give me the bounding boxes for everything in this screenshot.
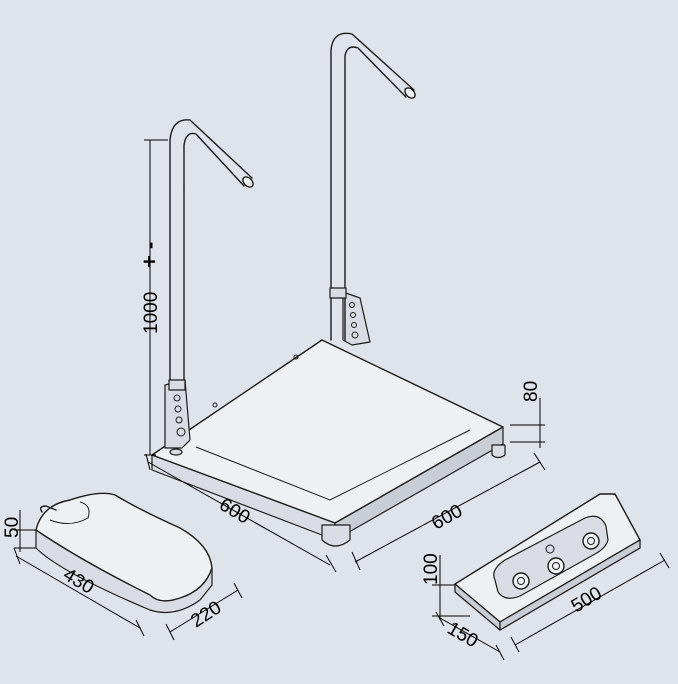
pedal-cable-icon xyxy=(39,505,57,513)
adjust-hole-icon xyxy=(351,331,359,339)
adjust-hole-icon xyxy=(351,322,357,328)
keypad-button-left[interactable] xyxy=(512,572,530,590)
height-symbol: + - xyxy=(137,242,162,268)
platform-edge-line xyxy=(195,429,471,501)
platform xyxy=(151,339,506,547)
adjust-hole-icon xyxy=(349,302,355,308)
adjust-hole-icon xyxy=(175,416,183,424)
left-handrail xyxy=(164,119,254,449)
console-front-right xyxy=(499,539,641,631)
button-icon xyxy=(587,537,595,545)
left-collar xyxy=(168,379,186,391)
right-collar xyxy=(329,287,347,299)
depth-label: 600 xyxy=(428,501,466,535)
pedal-top xyxy=(35,492,213,602)
keypad-button-right[interactable] xyxy=(582,532,600,550)
dim-pedal-height: 50 xyxy=(2,510,36,552)
adjust-hole-icon xyxy=(174,405,182,413)
height-label: 1000 xyxy=(141,292,162,334)
console-height-label: 100 xyxy=(421,553,442,585)
control-console xyxy=(454,493,641,631)
button-icon xyxy=(517,577,525,585)
platform-top-face xyxy=(151,339,504,524)
dim-platform-height: 80 xyxy=(510,381,545,448)
foot-front xyxy=(321,524,351,547)
right-tube-cap xyxy=(404,87,416,99)
indicator-icon xyxy=(545,544,555,554)
adjust-hole-icon xyxy=(173,394,181,402)
left-tube-inner xyxy=(183,132,245,389)
foot-right xyxy=(491,444,506,459)
screw-icon xyxy=(293,354,299,360)
foot-pedal xyxy=(35,492,213,613)
left-tube-outer xyxy=(169,119,253,389)
right-tube-inner xyxy=(344,46,407,341)
adjust-hole-icon xyxy=(350,312,356,318)
right-handrail xyxy=(329,32,416,346)
platform-height-label: 80 xyxy=(521,381,542,402)
adjust-hole-icon xyxy=(176,427,186,437)
foot-left xyxy=(169,448,183,456)
right-tube-outer xyxy=(330,32,415,341)
screw-icon xyxy=(212,402,218,408)
pedal-height-label: 50 xyxy=(2,517,23,538)
left-tube-cap xyxy=(242,176,254,188)
pedal-contour xyxy=(49,501,90,524)
keypad-button-center[interactable] xyxy=(547,557,565,575)
button-icon xyxy=(552,562,560,570)
dim-height: 1000 + - xyxy=(137,139,168,456)
